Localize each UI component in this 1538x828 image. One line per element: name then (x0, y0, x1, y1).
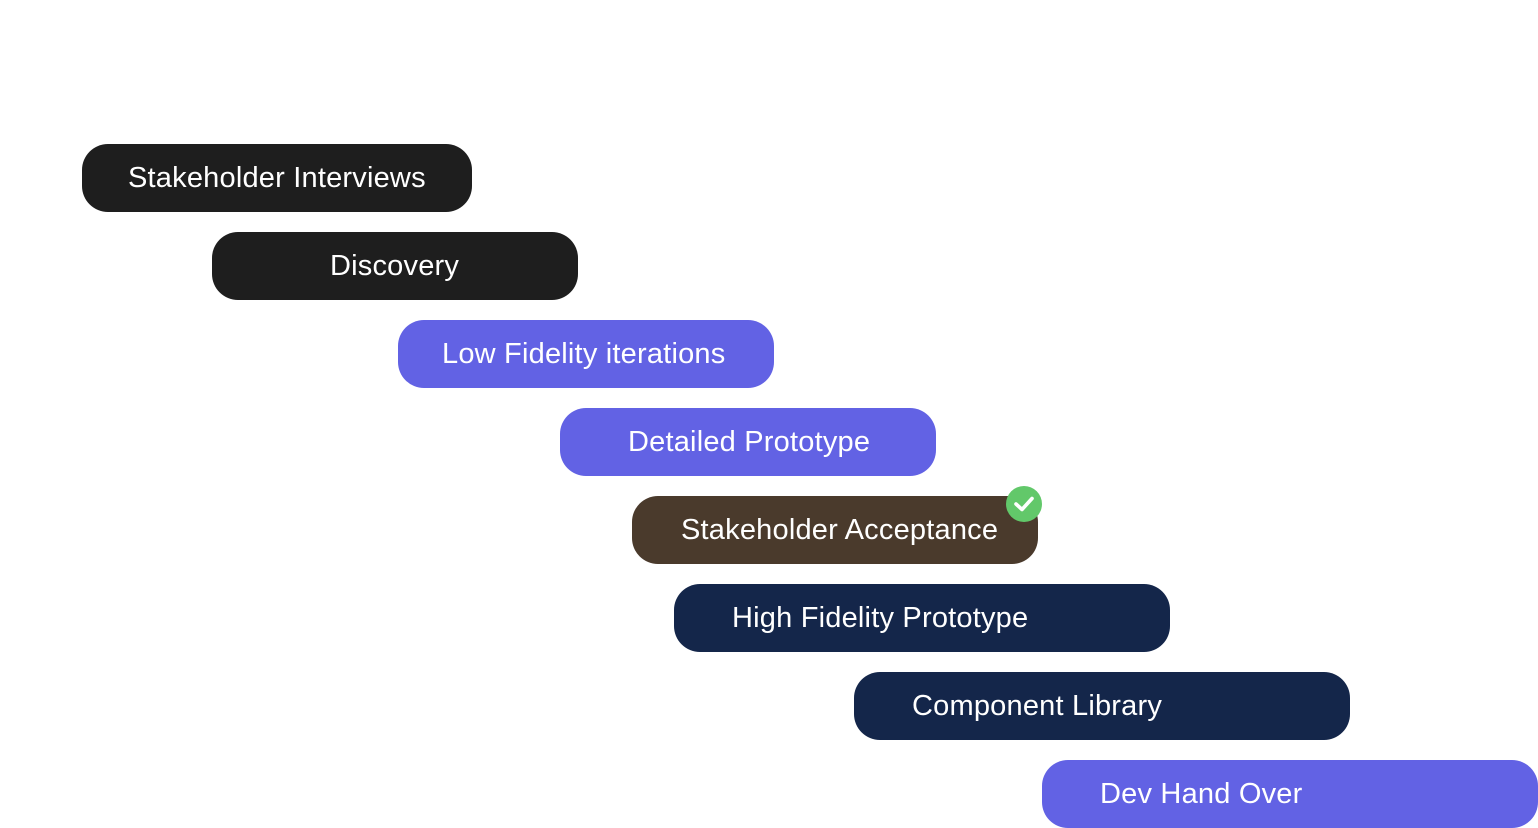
step-stakeholder-interviews: Stakeholder Interviews (82, 144, 472, 212)
step-high-fidelity-prototype: High Fidelity Prototype (674, 584, 1170, 652)
step-label: Stakeholder Acceptance (681, 513, 999, 546)
step-low-fidelity-iterations: Low Fidelity iterations (398, 320, 774, 388)
step-label: Stakeholder Interviews (128, 161, 426, 194)
step-component-library: Component Library (854, 672, 1350, 740)
step-stakeholder-acceptance: Stakeholder Acceptance (632, 496, 1038, 564)
step-dev-hand-over: Dev Hand Over (1042, 760, 1538, 828)
step-label: Dev Hand Over (1100, 777, 1303, 810)
step-label: Low Fidelity iterations (442, 337, 726, 370)
step-label: Component Library (912, 689, 1163, 722)
step-label: High Fidelity Prototype (732, 601, 1029, 634)
step-discovery: Discovery (212, 232, 578, 300)
step-label: Detailed Prototype (628, 425, 871, 458)
step-label: Discovery (330, 249, 460, 282)
step-detailed-prototype: Detailed Prototype (560, 408, 936, 476)
check-circle-icon (1006, 486, 1042, 522)
